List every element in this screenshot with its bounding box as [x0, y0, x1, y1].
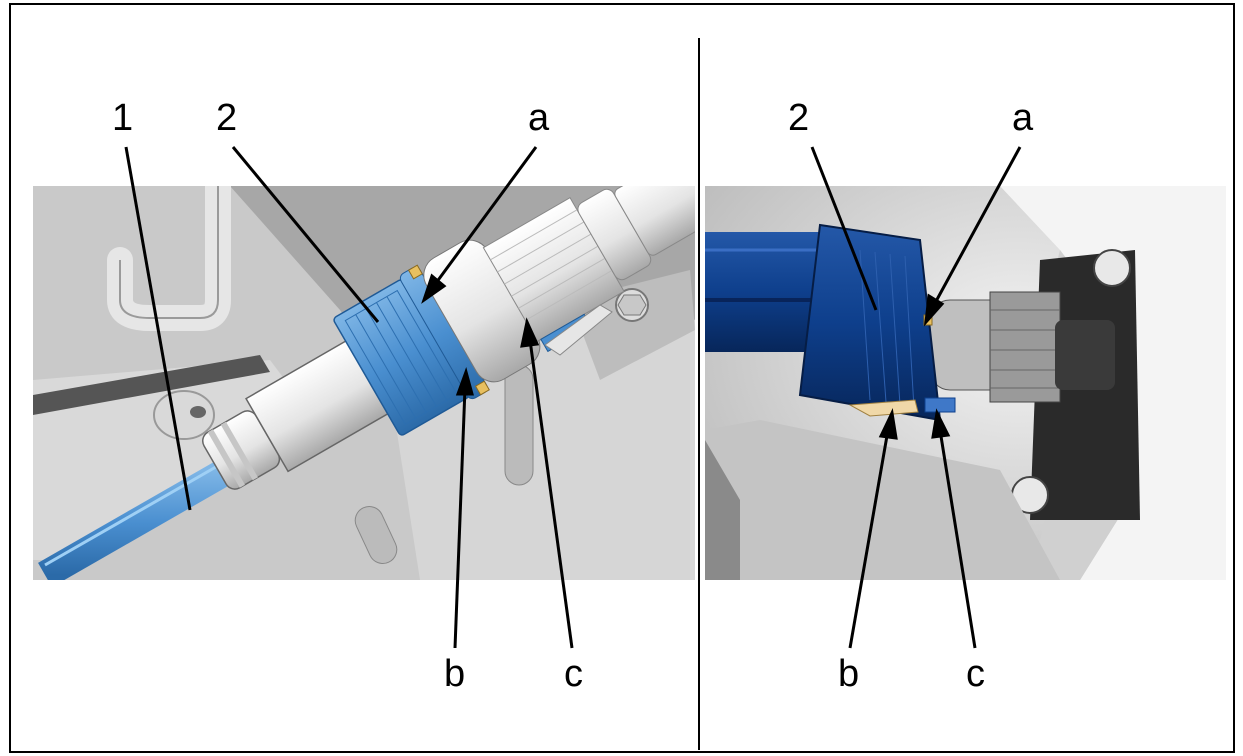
tab-b	[848, 399, 919, 417]
shadow	[705, 440, 740, 580]
hole-ring	[153, 390, 215, 440]
tab-c	[924, 397, 956, 413]
bolt-head	[617, 294, 647, 316]
splined-shaft	[989, 291, 1061, 403]
callout-a-right: a	[1012, 97, 1034, 139]
arrow-a-right	[923, 293, 945, 327]
leader-2-left	[231, 146, 380, 323]
callout-c-right: c	[966, 653, 985, 695]
hook-rod-edge	[119, 186, 219, 319]
callout-b-right: b	[838, 653, 859, 695]
leader-b-left	[453, 387, 467, 649]
arrow-b-right	[878, 408, 898, 440]
cable-highlight	[44, 458, 229, 567]
callout-b-left: b	[444, 653, 465, 695]
leader-c-left	[528, 339, 574, 649]
leader-a-left	[434, 146, 538, 284]
retaining-clip	[544, 304, 613, 356]
callout-2-left: 2	[216, 97, 237, 139]
right-photo	[705, 186, 1226, 580]
bracket-plate-upper	[33, 360, 300, 560]
arrow-c-right	[931, 408, 951, 439]
arrow-b-left	[455, 367, 474, 396]
lower-area	[705, 420, 1060, 580]
cable-fitting	[202, 186, 695, 490]
left-illustration	[33, 186, 695, 580]
figure-frame	[9, 3, 1235, 753]
leader-c-right	[938, 429, 977, 649]
leader-a-right	[932, 146, 1022, 306]
leader-b-right	[848, 429, 890, 649]
leader-lines	[124, 146, 1022, 649]
cable-1	[38, 457, 235, 580]
callout-2-right: 2	[788, 97, 809, 139]
leader-2-right	[810, 146, 878, 311]
shadow-band	[33, 355, 270, 415]
bracket-face	[1000, 186, 1226, 580]
bolt	[1093, 249, 1131, 287]
callout-a-left: a	[528, 97, 550, 139]
arrow-a-left	[421, 273, 447, 304]
callout-1: 1	[112, 97, 133, 139]
panel-divider	[698, 38, 700, 750]
slot	[504, 364, 534, 486]
leader-1	[124, 146, 192, 511]
arrow-c-left	[520, 317, 540, 348]
shaft-end	[1055, 320, 1115, 390]
connector-2-dark	[798, 223, 942, 422]
slot	[354, 505, 398, 565]
hole	[190, 406, 206, 418]
callout-c-left: c	[564, 653, 583, 695]
